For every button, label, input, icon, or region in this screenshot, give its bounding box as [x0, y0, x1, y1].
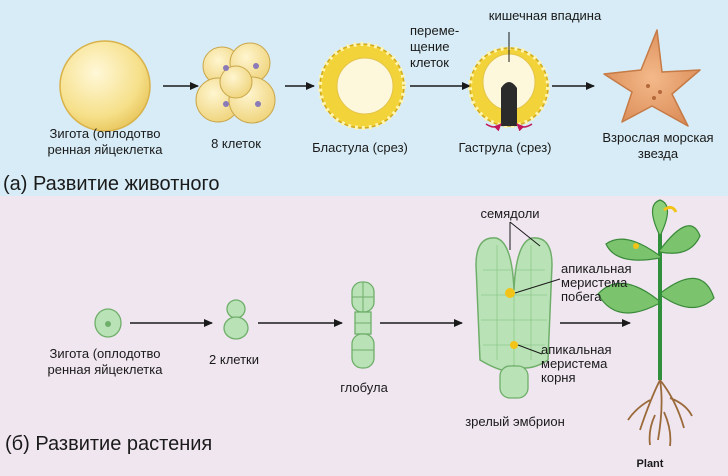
plant-panel-title: (б) Развитие растения	[5, 433, 213, 455]
zygote-egg	[59, 40, 151, 132]
eight-cell-embryo	[195, 42, 276, 124]
animal-panel-title: (а) Развитие животного	[3, 173, 220, 195]
label-2-cells: 2 клетки	[209, 352, 259, 367]
blastula-section	[318, 42, 406, 130]
plant-zygote	[94, 308, 122, 338]
label-blastula: Бластула (срез)	[312, 140, 408, 155]
label-cell-movement: переме- щение клеток	[410, 23, 460, 70]
label-zygote-plant: Зигота (оплодотво ренная яйцеклетка	[47, 346, 163, 377]
label-8-cells: 8 клеток	[211, 136, 261, 151]
label-globule: глобула	[340, 380, 388, 395]
label-gut-cavity: кишечная впадина	[488, 8, 602, 23]
adult-starfish	[603, 29, 701, 127]
gastrula-section	[468, 32, 550, 132]
shoot-meristem-label: апикальная меристема побега	[561, 261, 632, 304]
two-cell-embryo	[223, 299, 249, 340]
label-gastrula: Гаструла (срез)	[458, 140, 552, 155]
mature-embryo	[475, 221, 561, 399]
cotyledons-label: семядоли	[480, 206, 540, 221]
label-adult-starfish: Взрослая морская звезда	[602, 130, 714, 161]
adult-plant	[597, 199, 715, 447]
globule-embryo	[351, 281, 375, 369]
label-zygote-animal: Зигота (оплодотво ренная яйцеклетка	[47, 126, 163, 157]
label-mature-embryo: зрелый эмбрион	[465, 414, 565, 429]
label-plant: Plant	[636, 458, 664, 470]
root-meristem-label: апикальная меристема корня	[541, 342, 612, 385]
